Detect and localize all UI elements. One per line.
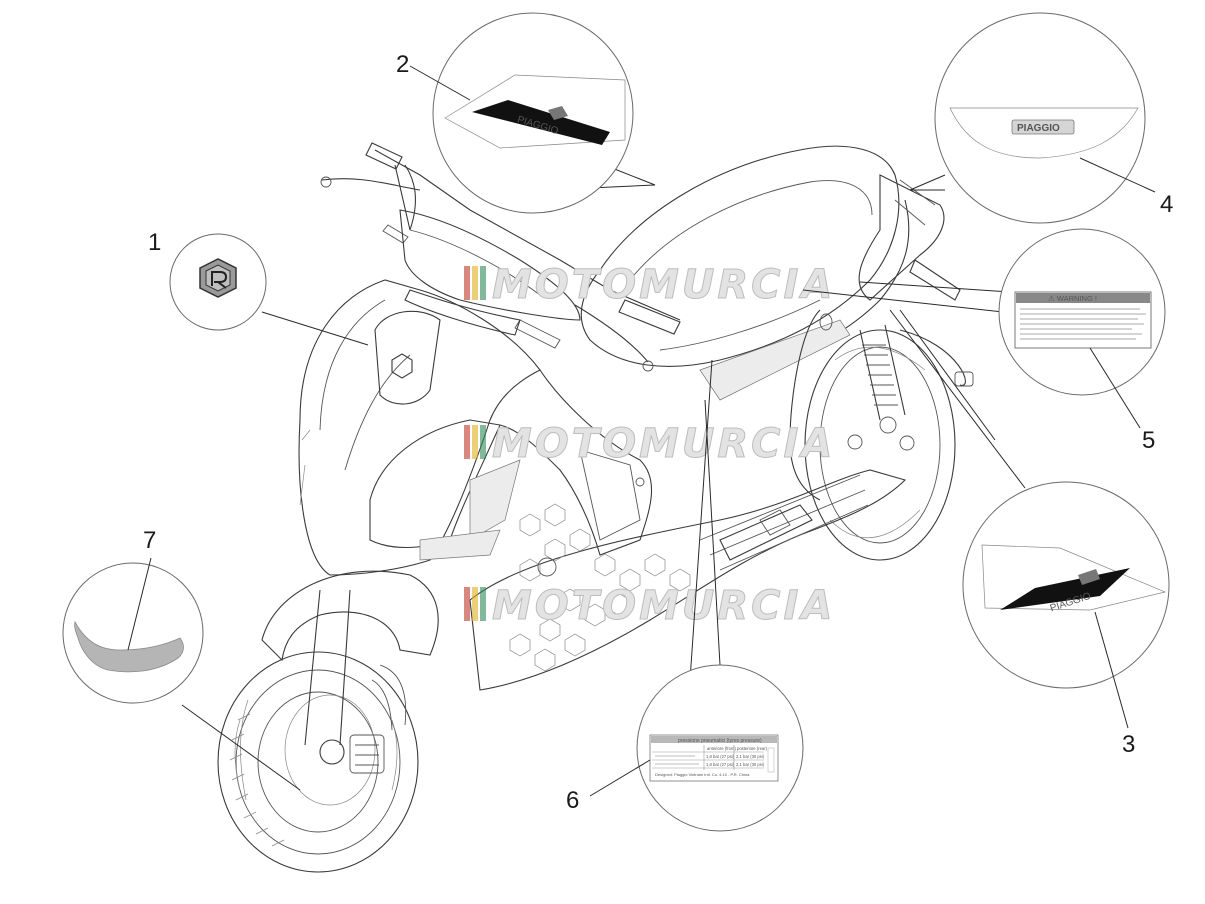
tyre-label-footer: Designed: Piaggio Vietnam Intl. Co. 4.10… bbox=[655, 772, 750, 777]
rear-body bbox=[789, 174, 961, 501]
leader-7 bbox=[181, 704, 301, 791]
leader-6-tag bbox=[589, 759, 651, 797]
front-wheel bbox=[217, 651, 419, 873]
tyre-row2-rear: 2,1 bar (30 psi) bbox=[736, 762, 765, 767]
tyre-row2-front: 1,8 bar (27 psi) bbox=[706, 762, 735, 767]
seat bbox=[580, 145, 910, 371]
rear-shock bbox=[859, 324, 906, 434]
watermark-text-top: MOTOMURCIA bbox=[492, 262, 835, 308]
tyre-row1-rear: 2,1 bar (30 psi) bbox=[736, 754, 765, 759]
warning-title: ⚠ WARNING ! bbox=[1048, 294, 1097, 303]
warning-label: ⚠ WARNING ! bbox=[1014, 291, 1152, 349]
callout-number-7: 7 bbox=[143, 527, 156, 554]
leader-3-tag bbox=[1094, 611, 1129, 729]
detail-circle-4: PIAGGIO 4 bbox=[934, 12, 1173, 224]
tyre-pressure-label: pressione pneumatici (tyres pressure) an… bbox=[649, 734, 779, 782]
watermark-text-middle: MOTOMURCIA bbox=[492, 421, 835, 467]
callout-number-2: 2 bbox=[396, 51, 409, 78]
callout-number-6: 6 bbox=[566, 787, 579, 814]
leader-lines bbox=[181, 167, 1026, 791]
detail-circle-5: ⚠ WARNING ! 5 bbox=[998, 228, 1166, 454]
leg-shield bbox=[499, 369, 653, 556]
callout-number-3: 3 bbox=[1122, 731, 1135, 758]
callout-number-5: 5 bbox=[1142, 427, 1155, 454]
detail-circle-3: PIAGGIO 3 bbox=[962, 481, 1170, 758]
windscreen bbox=[399, 209, 581, 336]
front-fork bbox=[261, 570, 439, 746]
watermark-middle: MOTOMURCIA bbox=[464, 421, 835, 468]
tail-logo-text: PIAGGIO bbox=[1017, 123, 1060, 134]
callout-number-4: 4 bbox=[1160, 191, 1173, 218]
watermark-bottom: MOTOMURCIA bbox=[464, 583, 835, 630]
leader-4 bbox=[909, 174, 946, 191]
tyre-row1-front: 1,8 bar (27 psi) bbox=[706, 754, 735, 759]
side-mesh bbox=[419, 319, 851, 561]
callout-number-1: 1 bbox=[148, 229, 161, 256]
rear-wheel bbox=[804, 329, 974, 561]
leader-1 bbox=[261, 311, 369, 346]
tail-logo-badge: PIAGGIO bbox=[1011, 119, 1075, 135]
detail-circle-1: 1 bbox=[148, 229, 267, 331]
detail-circle-6: pressione pneumatici (tyres pressure) an… bbox=[566, 664, 804, 832]
leader-6 bbox=[689, 359, 721, 681]
tyre-col-front: anteriore (front) bbox=[707, 746, 736, 751]
floor-hex-pattern bbox=[509, 503, 691, 672]
watermark-group: MOTOMURCIA MOTOMURCIA MOTOMURCIA bbox=[464, 262, 835, 630]
scooter-drawing bbox=[217, 142, 974, 873]
detail-circle-2: PIAGGIO 2 bbox=[396, 12, 634, 214]
tyre-col-rear: posteriore (rear) bbox=[737, 746, 768, 751]
leader-7-tag bbox=[127, 557, 152, 651]
watermark-text-bottom: MOTOMURCIA bbox=[492, 583, 835, 629]
leader-2-tag bbox=[409, 65, 471, 101]
piaggio-emblem-icon bbox=[199, 258, 237, 298]
watermark-top: MOTOMURCIA bbox=[464, 262, 835, 309]
leader-5-tag bbox=[1089, 347, 1141, 429]
detail-circle-7: 7 bbox=[62, 527, 204, 704]
leader-5 bbox=[802, 281, 1011, 313]
seat-decal-grey bbox=[74, 620, 184, 673]
front-shield bbox=[298, 279, 541, 576]
leader-4-tag bbox=[1079, 157, 1156, 193]
leader-3 bbox=[889, 309, 1026, 489]
tyre-label-title: pressione pneumatici (tyres pressure) bbox=[678, 738, 762, 744]
